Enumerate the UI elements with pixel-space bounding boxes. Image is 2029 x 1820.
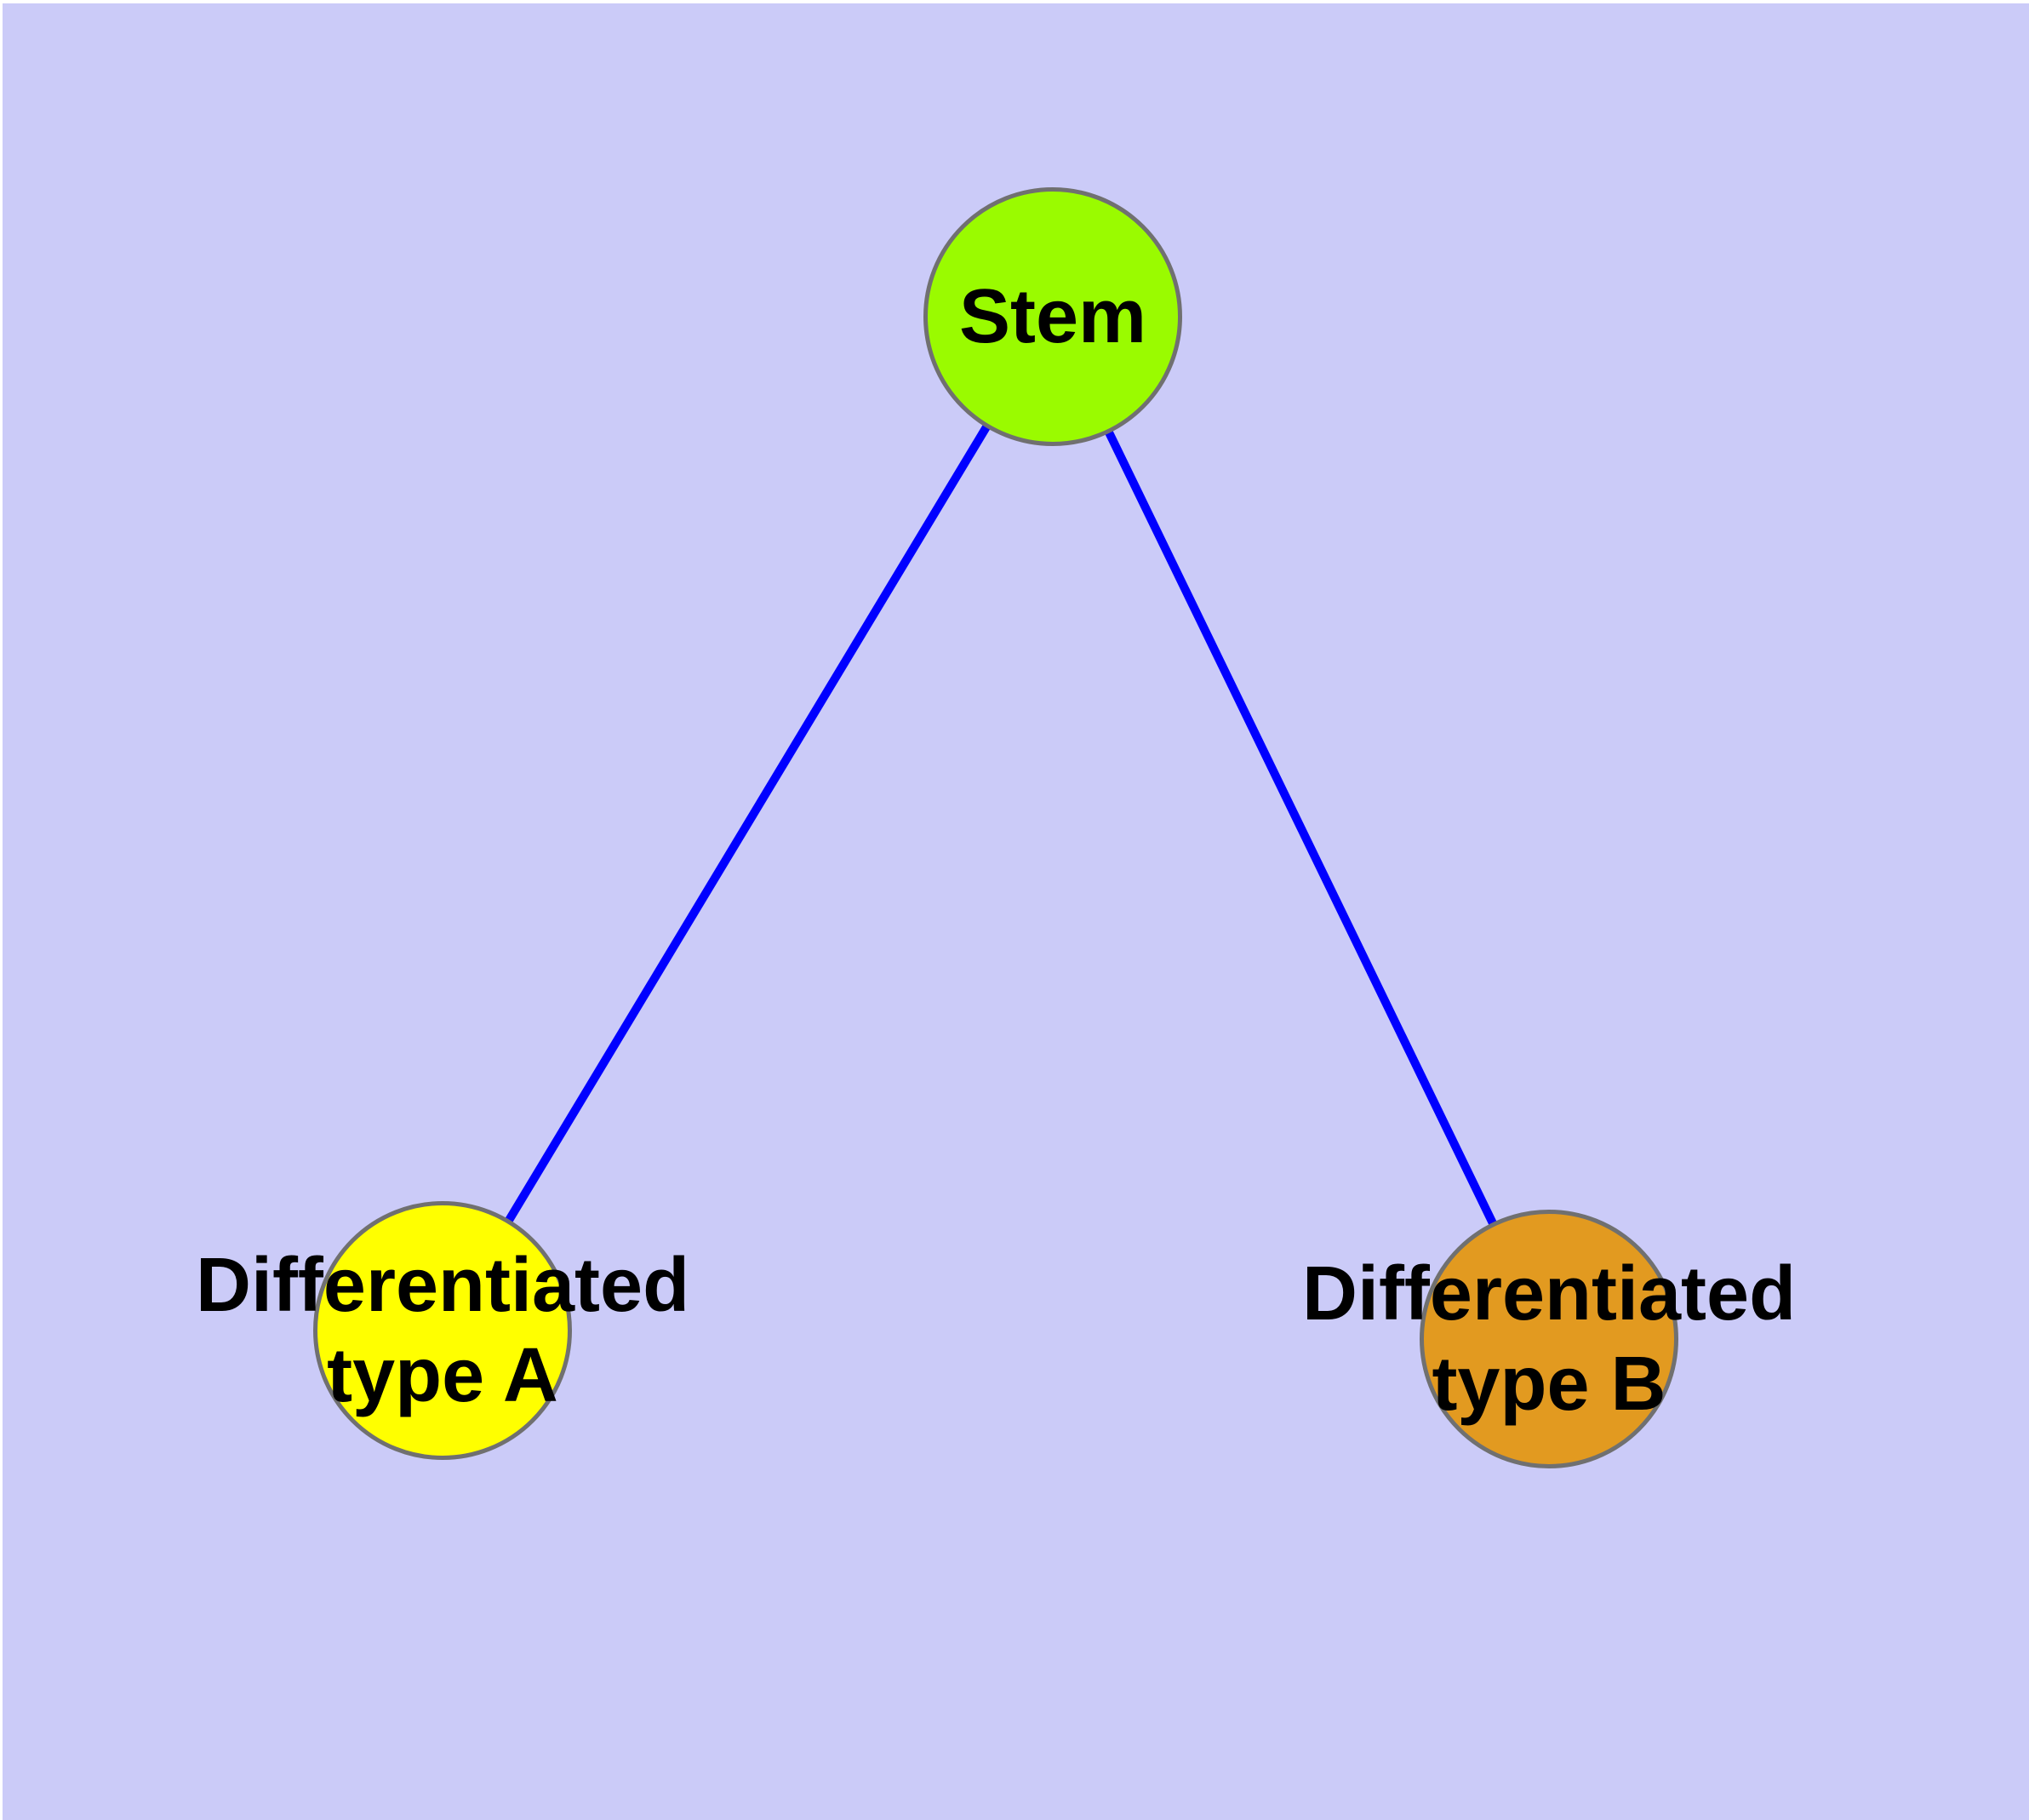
edge-stem-to-type-b — [1049, 314, 1553, 1342]
node-stem-circle — [923, 187, 1182, 446]
edge-stem-to-type-a — [438, 314, 1057, 1333]
node-differentiated-type-b-label: Differentiated type B — [1301, 1251, 1797, 1427]
node-differentiated-type-a-circle — [313, 1201, 572, 1460]
node-differentiated-type-b-circle — [1420, 1210, 1678, 1468]
node-stem-label: Stem — [958, 274, 1147, 359]
node-differentiated-type-a-label: Differentiated type A — [195, 1243, 690, 1418]
